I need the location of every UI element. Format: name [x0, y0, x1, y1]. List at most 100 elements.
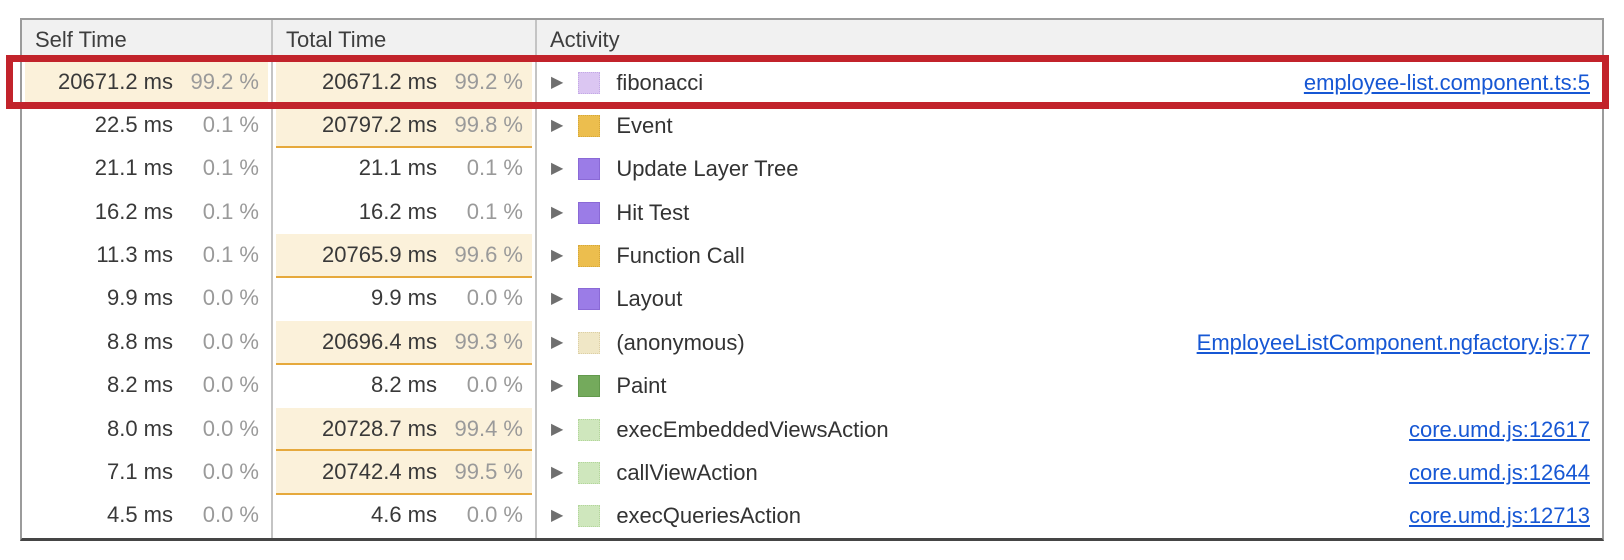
- activity-name: execQueriesAction: [616, 503, 801, 529]
- total-time-percent: 0.1 %: [466, 198, 523, 224]
- activity-cell: ▶ Hit Test: [537, 191, 1602, 234]
- self-time-percent: 0.1 %: [202, 155, 259, 181]
- total-time-cell: 8.2 ms 0.0 %: [273, 364, 537, 408]
- table-row-1[interactable]: 20671.2 ms 99.2 % 20671.2 ms 99.2 % ▶ fi…: [22, 61, 1602, 105]
- total-time-cell: 9.9 ms 0.0 %: [273, 277, 537, 322]
- self-time-value: 21.1 ms: [94, 155, 173, 181]
- expand-arrow-icon[interactable]: ▶: [551, 507, 564, 525]
- table-row-10[interactable]: 7.1 ms 0.0 % 20742.4 ms 99.5 % ▶ callVie…: [22, 451, 1602, 495]
- table-row-4[interactable]: 16.2 ms 0.1 % 16.2 ms 0.1 % ▶ Hit Test: [22, 191, 1602, 235]
- category-color-swatch: [578, 158, 601, 181]
- expand-arrow-icon[interactable]: ▶: [551, 463, 564, 481]
- self-time-cell: 8.8 ms 0.0 %: [22, 321, 273, 365]
- expand-arrow-icon[interactable]: ▶: [551, 73, 564, 91]
- table-row-6[interactable]: 9.9 ms 0.0 % 9.9 ms 0.0 % ▶ Layout: [22, 277, 1602, 322]
- table-row-11[interactable]: 4.5 ms 0.0 % 4.6 ms 0.0 % ▶ execQueriesA…: [22, 494, 1602, 538]
- self-time-value: 11.3 ms: [96, 242, 173, 268]
- self-time-value: 8.2 ms: [106, 372, 173, 398]
- self-time-cell: 9.9 ms 0.0 %: [22, 277, 273, 322]
- total-time-cell: 20797.2 ms 99.8 %: [273, 104, 537, 148]
- self-time-value: 9.9 ms: [106, 285, 173, 311]
- category-color-swatch: [578, 461, 601, 484]
- activity-cell: ▶ (anonymous) EmployeeListComponent.ngfa…: [537, 321, 1602, 364]
- activity-name: Hit Test: [616, 199, 690, 225]
- expand-arrow-icon[interactable]: ▶: [551, 290, 564, 308]
- source-link[interactable]: core.umd.js:12713: [1409, 503, 1590, 529]
- total-time-percent: 99.4 %: [454, 415, 524, 441]
- self-time-value: 16.2 ms: [94, 198, 173, 224]
- category-color-swatch: [578, 201, 601, 224]
- self-time-cell: 8.0 ms 0.0 %: [22, 407, 273, 452]
- category-color-swatch: [578, 505, 601, 528]
- column-header-self-time[interactable]: Self Time: [22, 20, 273, 60]
- category-color-swatch: [578, 71, 601, 94]
- table-row-5[interactable]: 11.3 ms 0.1 % 20765.9 ms 99.6 % ▶ Functi…: [22, 234, 1602, 278]
- activity-cell: ▶ Layout: [537, 278, 1602, 321]
- total-time-value: 20671.2 ms: [322, 68, 437, 94]
- self-time-percent: 0.0 %: [202, 415, 259, 441]
- activity-name: Update Layer Tree: [616, 156, 799, 182]
- total-time-percent: 99.8 %: [454, 112, 524, 138]
- self-time-value: 8.0 ms: [106, 415, 173, 441]
- total-time-value: 20765.9 ms: [322, 242, 437, 268]
- self-time-value: 7.1 ms: [106, 458, 173, 484]
- self-time-cell: 22.5 ms 0.1 %: [22, 104, 273, 148]
- total-time-percent: 0.0 %: [466, 502, 523, 528]
- self-time-cell: 4.5 ms 0.0 %: [22, 494, 273, 538]
- total-time-percent: 99.3 %: [454, 328, 524, 354]
- activity-cell: ▶ Paint: [537, 365, 1602, 408]
- expand-arrow-icon[interactable]: ▶: [551, 420, 564, 438]
- total-time-value: 21.1 ms: [358, 155, 437, 181]
- source-link[interactable]: core.umd.js:12644: [1409, 459, 1590, 485]
- total-time-value: 20728.7 ms: [322, 415, 437, 441]
- self-time-percent: 0.1 %: [202, 112, 259, 138]
- total-time-cell: 16.2 ms 0.1 %: [273, 191, 537, 235]
- source-link[interactable]: employee-list.component.ts:5: [1303, 69, 1590, 95]
- self-time-cell: 16.2 ms 0.1 %: [22, 191, 273, 235]
- activity-cell: ▶ callViewAction core.umd.js:12644: [537, 451, 1602, 494]
- table-row-9[interactable]: 8.0 ms 0.0 % 20728.7 ms 99.4 % ▶ execEmb…: [22, 407, 1602, 452]
- total-time-cell: 4.6 ms 0.0 %: [273, 494, 537, 538]
- expand-arrow-icon[interactable]: ▶: [551, 247, 564, 265]
- total-time-cell: 20671.2 ms 99.2 %: [273, 61, 537, 105]
- table-row-2[interactable]: 22.5 ms 0.1 % 20797.2 ms 99.8 % ▶ Event: [22, 104, 1602, 148]
- table-row-3[interactable]: 21.1 ms 0.1 % 21.1 ms 0.1 % ▶ Update Lay…: [22, 147, 1602, 192]
- self-time-percent: 0.0 %: [202, 285, 259, 311]
- activity-cell: ▶ execEmbeddedViewsAction core.umd.js:12…: [537, 408, 1602, 451]
- self-time-cell: 7.1 ms 0.0 %: [22, 451, 273, 495]
- self-time-percent: 0.1 %: [202, 242, 259, 268]
- table-row-8[interactable]: 8.2 ms 0.0 % 8.2 ms 0.0 % ▶ Paint: [22, 364, 1602, 408]
- self-time-value: 20671.2 ms: [58, 68, 173, 94]
- self-time-cell: 20671.2 ms 99.2 %: [22, 61, 273, 105]
- activity-name: Event: [616, 113, 673, 139]
- activity-name: Paint: [616, 373, 667, 399]
- total-time-value: 8.2 ms: [370, 372, 437, 398]
- expand-arrow-icon[interactable]: ▶: [551, 117, 564, 135]
- bottom-up-data-grid: Self Time Total Time Activity 20671.2 ms…: [20, 18, 1604, 541]
- table-row-7[interactable]: 8.8 ms 0.0 % 20696.4 ms 99.3 % ▶ (anonym…: [22, 321, 1602, 365]
- source-link[interactable]: EmployeeListComponent.ngfactory.js:77: [1196, 329, 1590, 355]
- grid-body: 20671.2 ms 99.2 % 20671.2 ms 99.2 % ▶ fi…: [22, 61, 1602, 538]
- activity-cell: ▶ fibonacci employee-list.component.ts:5: [537, 61, 1602, 104]
- expand-arrow-icon[interactable]: ▶: [551, 160, 564, 178]
- source-link[interactable]: core.umd.js:12617: [1409, 416, 1590, 442]
- activity-name: (anonymous): [616, 329, 745, 355]
- activity-cell: ▶ Function Call: [537, 234, 1602, 277]
- total-time-value: 20797.2 ms: [322, 112, 437, 138]
- expand-arrow-icon[interactable]: ▶: [551, 203, 564, 221]
- category-color-swatch: [578, 331, 601, 354]
- total-time-percent: 0.1 %: [466, 155, 523, 181]
- total-time-cell: 20742.4 ms 99.5 %: [273, 451, 537, 495]
- activity-cell: ▶ execQueriesAction core.umd.js:12713: [537, 495, 1602, 538]
- expand-arrow-icon[interactable]: ▶: [551, 377, 564, 395]
- expand-arrow-icon[interactable]: ▶: [551, 333, 564, 351]
- self-time-percent: 0.1 %: [202, 198, 259, 224]
- total-time-percent: 0.0 %: [466, 285, 523, 311]
- self-time-percent: 0.0 %: [202, 328, 259, 354]
- column-header-total-time[interactable]: Total Time: [273, 20, 537, 60]
- column-header-activity[interactable]: Activity: [550, 27, 620, 52]
- activity-name: Layout: [616, 286, 683, 312]
- activity-name: Function Call: [616, 243, 745, 269]
- self-time-value: 4.5 ms: [106, 502, 173, 528]
